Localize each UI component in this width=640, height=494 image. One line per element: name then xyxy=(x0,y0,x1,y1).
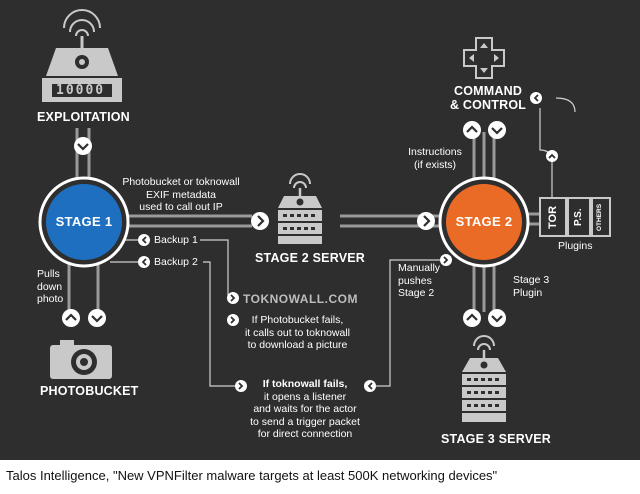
chevron-right-icon xyxy=(417,212,435,230)
instructions-line-1: Instructions xyxy=(408,146,462,158)
counter-display xyxy=(52,84,112,97)
photobucket-fail-line-2: it calls out to toknowall xyxy=(244,326,351,339)
chevron-up-icon xyxy=(463,121,481,139)
server-slot-4 xyxy=(462,413,506,422)
pulls-line-2: down xyxy=(37,280,63,293)
manually-line-3: Stage 2 xyxy=(398,287,435,299)
wifi-arc xyxy=(289,173,311,185)
plugin-tor-label: TOR xyxy=(547,205,559,229)
toknowall-fail-line-1: If toknowall fails, xyxy=(262,378,348,390)
backup2-label: Backup 2 xyxy=(154,256,198,268)
wifi-arc-inner xyxy=(75,29,89,37)
server-icon-stage2 xyxy=(278,173,322,244)
exif-label: Photobucket or toknowall EXIF metadata u… xyxy=(116,176,246,214)
dpad-icon xyxy=(463,37,505,79)
manually-pushes-label: Manually pushes Stage 2 xyxy=(398,262,440,300)
stage3-plugin-line-1: Stage 3 xyxy=(513,274,550,286)
stage2-title: STAGE 2 xyxy=(455,214,513,229)
plugins-block xyxy=(539,197,611,237)
chevron-left-icon xyxy=(138,234,150,246)
chevron-right-icon xyxy=(440,254,452,266)
line-cc-top xyxy=(555,97,576,113)
photobucket-fail-label: If Photobucket fails, it calls out to to… xyxy=(240,314,355,352)
diagram-graphics xyxy=(38,9,611,422)
command-control-line-1: COMMAND xyxy=(454,84,523,98)
pulls-line-3: photo xyxy=(37,293,64,305)
toknowall-fail-line-4: to send a trigger packet xyxy=(250,415,360,428)
biohazard-icon xyxy=(480,361,488,369)
chevron-right-icon xyxy=(235,380,247,392)
chevron-down-icon xyxy=(74,137,92,155)
chevron-down-icon xyxy=(488,121,506,139)
pulls-label: Pulls down photo xyxy=(37,268,63,306)
plugin-ps-label: P.S. xyxy=(573,208,584,226)
arrow-badges xyxy=(62,92,558,392)
server-slot-3 xyxy=(278,236,322,244)
stage1-node xyxy=(46,184,122,260)
stage2-server-title: STAGE 2 SERVER xyxy=(255,251,366,265)
biohazard-icon xyxy=(296,198,304,206)
stage3-plugin-label: Stage 3 Plugin xyxy=(513,274,549,299)
camera-icon xyxy=(50,340,112,379)
exif-line-3: used to call out IP xyxy=(139,201,223,213)
diagram-panel: 10000 EXPLOITATION STAGE 1 STAGE 2 Photo… xyxy=(0,0,640,460)
line-manual-route xyxy=(368,259,440,387)
pulls-line-1: Pulls xyxy=(37,268,60,280)
chevron-right-icon xyxy=(227,314,239,326)
line-backup2-route xyxy=(203,261,236,387)
exif-line-1: Photobucket or toknowall xyxy=(122,176,240,188)
toknowall-fail-line-2: it opens a listener xyxy=(263,390,347,403)
wifi-arc-inner xyxy=(293,181,307,189)
plugin-others xyxy=(591,197,611,237)
chevron-left-icon xyxy=(138,256,150,268)
plugin-ps xyxy=(567,197,591,237)
chevron-down-icon xyxy=(88,309,106,327)
chevron-up-icon xyxy=(62,309,80,327)
photobucket-fail-line-3: to download a picture xyxy=(247,339,348,351)
stage3-server-title: STAGE 3 SERVER xyxy=(441,432,552,446)
router-icon xyxy=(42,9,122,102)
stage3-plugin-line-2: Plugin xyxy=(513,286,543,299)
chevron-up-icon xyxy=(463,309,481,327)
server-icon-stage3 xyxy=(462,335,506,422)
exif-line-2: EXIF metadata xyxy=(145,188,217,201)
stage1-title: STAGE 1 xyxy=(55,214,113,229)
photobucket-title: PHOTOBUCKET xyxy=(40,384,139,398)
toknowall-title: TOKNOWALL.COM xyxy=(243,292,358,306)
command-control-line-2: & CONTROL xyxy=(450,98,527,112)
backup1-label: Backup 1 xyxy=(154,234,198,246)
photobucket-fail-line-1: If Photobucket fails, xyxy=(251,314,344,326)
dpad-outline xyxy=(463,37,505,79)
toknowall-fail-line-3: and waits for the actor xyxy=(253,403,357,415)
chevron-left-icon xyxy=(364,380,376,392)
caption: Talos Intelligence, "New VPNFilter malwa… xyxy=(6,468,498,483)
chevron-up-icon xyxy=(546,150,558,162)
toknowall-fail-label: If toknowall fails, it opens a listener … xyxy=(246,378,364,441)
chevron-left-icon xyxy=(530,92,542,104)
chevron-right-icon xyxy=(251,212,269,230)
wifi-arc-outer xyxy=(63,9,101,29)
wifi-arc-inner xyxy=(477,343,491,351)
plugins-label: Plugins xyxy=(558,240,593,252)
manually-line-2: pushes xyxy=(398,274,432,287)
plugin-tor xyxy=(539,197,567,237)
chevron-down-icon xyxy=(488,309,506,327)
wifi-arc-mid xyxy=(69,19,95,33)
exploitation-title: EXPLOITATION xyxy=(37,110,130,124)
instructions-label: Instructions (if exists) xyxy=(400,146,470,171)
instructions-line-2: (if exists) xyxy=(414,158,456,171)
manually-line-1: Manually xyxy=(398,262,441,274)
biohazard-center xyxy=(79,59,85,65)
wifi-arc xyxy=(473,335,495,347)
chevron-right-icon xyxy=(227,292,239,304)
plugin-others-label: OTHERS xyxy=(596,203,603,231)
toknowall-fail-line-5: for direct connection xyxy=(257,428,353,440)
command-control-title: COMMAND & CONTROL xyxy=(450,84,526,112)
stage2-node xyxy=(446,184,522,260)
line-backup1-route xyxy=(200,239,229,298)
counter-display-text: 10000 xyxy=(56,83,106,98)
